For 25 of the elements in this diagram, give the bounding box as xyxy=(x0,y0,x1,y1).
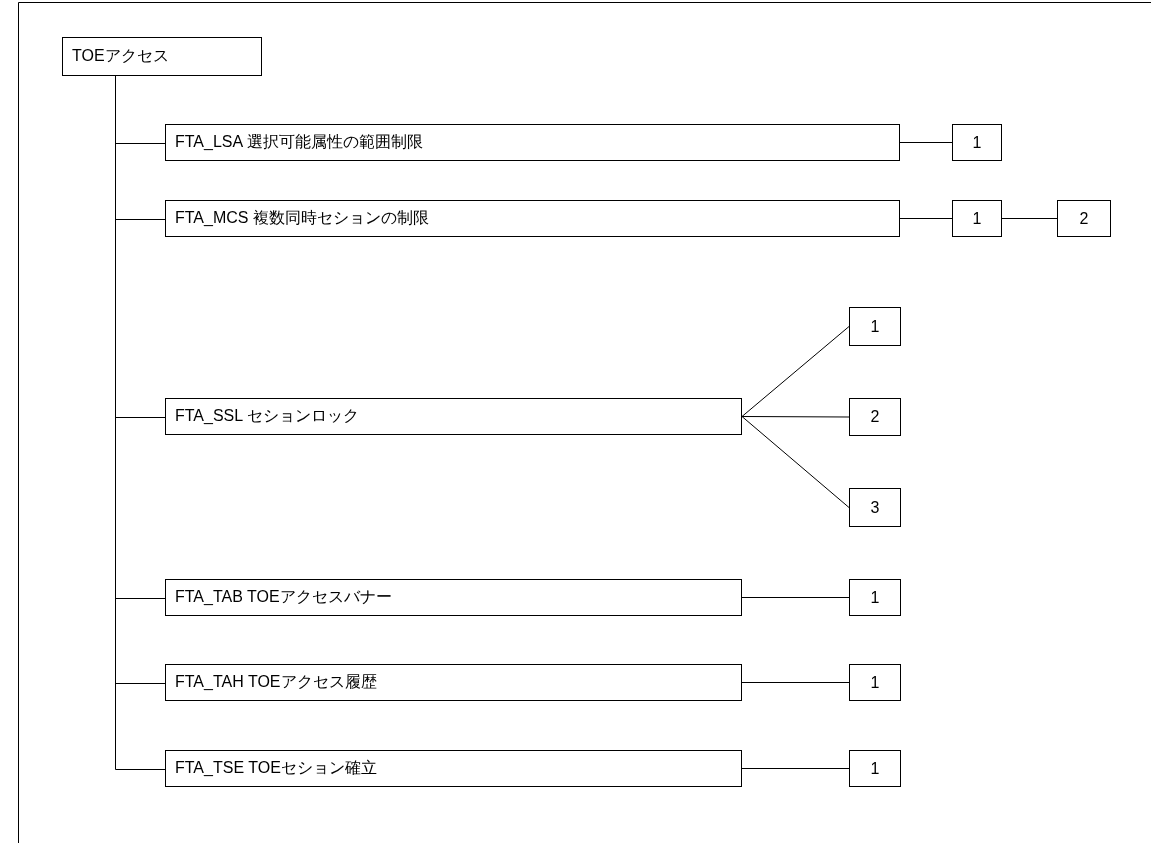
number-box: 1 xyxy=(952,200,1002,237)
connector-line xyxy=(899,142,953,143)
connector-line xyxy=(741,597,850,598)
number-box: 1 xyxy=(849,664,901,701)
connector-line xyxy=(741,416,850,418)
label-box: FTA_MCS 複数同時セションの制限 xyxy=(165,200,900,237)
number-box: 1 xyxy=(849,579,901,616)
number-box: 2 xyxy=(849,398,901,436)
label-box: FTA_LSA 選択可能属性の範囲制限 xyxy=(165,124,900,161)
connector-line xyxy=(741,768,850,769)
connector-line xyxy=(899,218,953,219)
number-box: 2 xyxy=(1057,200,1111,237)
label-box: FTA_TAH TOEアクセス履歴 xyxy=(165,664,742,701)
connector-line xyxy=(741,416,850,508)
connector-line xyxy=(1001,218,1058,219)
label-box: FTA_SSL セションロック xyxy=(165,398,742,435)
number-box: 1 xyxy=(849,750,901,787)
number-box: 3 xyxy=(849,488,901,527)
title-box: TOEアクセス xyxy=(62,37,262,76)
label-box: FTA_TSE TOEセション確立 xyxy=(165,750,742,787)
connector-line xyxy=(741,682,850,683)
number-box: 1 xyxy=(952,124,1002,161)
number-box: 1 xyxy=(849,307,901,346)
connector-line xyxy=(741,326,850,417)
label-box: FTA_TAB TOEアクセスバナー xyxy=(165,579,742,616)
